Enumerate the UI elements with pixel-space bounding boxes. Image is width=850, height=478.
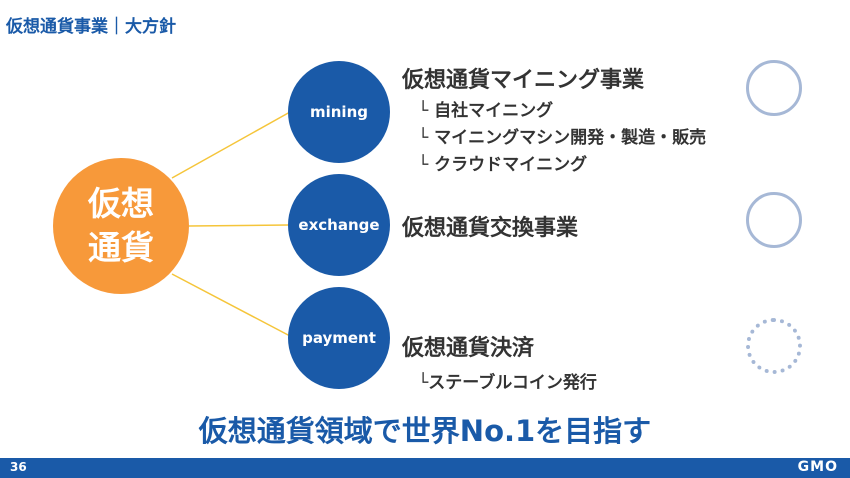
status-circle-icon [746, 192, 802, 248]
center-label-line1: 仮想 [88, 184, 154, 223]
payment-business-title: 仮想通貨決済 [402, 336, 535, 361]
payment-sub-item: └ステーブルコイン発行 [418, 373, 597, 393]
mining-business-title: 仮想通貨マイニング事業 [402, 68, 645, 93]
slogan: 仮想通貨領域で世界No.1を目指す [198, 414, 652, 448]
status-dotted-circle-icon [746, 318, 802, 374]
payment-node: payment [288, 287, 390, 389]
connector-exchange [188, 224, 289, 227]
page-number: 36 [10, 460, 27, 474]
mining-sub-item: └ マイニングマシン開発・製造・販売 [418, 128, 707, 148]
mining-sub-item: └ 自社マイニング [418, 101, 554, 121]
mining-node: mining [288, 61, 390, 163]
crypto-center-circle: 仮想 通貨 [53, 158, 189, 294]
connector-mining [171, 111, 291, 179]
footer-bar: 36 GMO [0, 458, 850, 478]
connector-payment [171, 273, 291, 337]
mining-sub-item: └ クラウドマイニング [418, 155, 588, 175]
center-label-line2: 通貨 [88, 228, 154, 267]
page-title: 仮想通貨事業｜大方針 [6, 17, 176, 37]
status-circle-icon [746, 60, 802, 116]
exchange-node: exchange [288, 174, 390, 276]
exchange-business-title: 仮想通貨交換事業 [402, 216, 579, 241]
gmo-logo: GMO [797, 459, 838, 475]
